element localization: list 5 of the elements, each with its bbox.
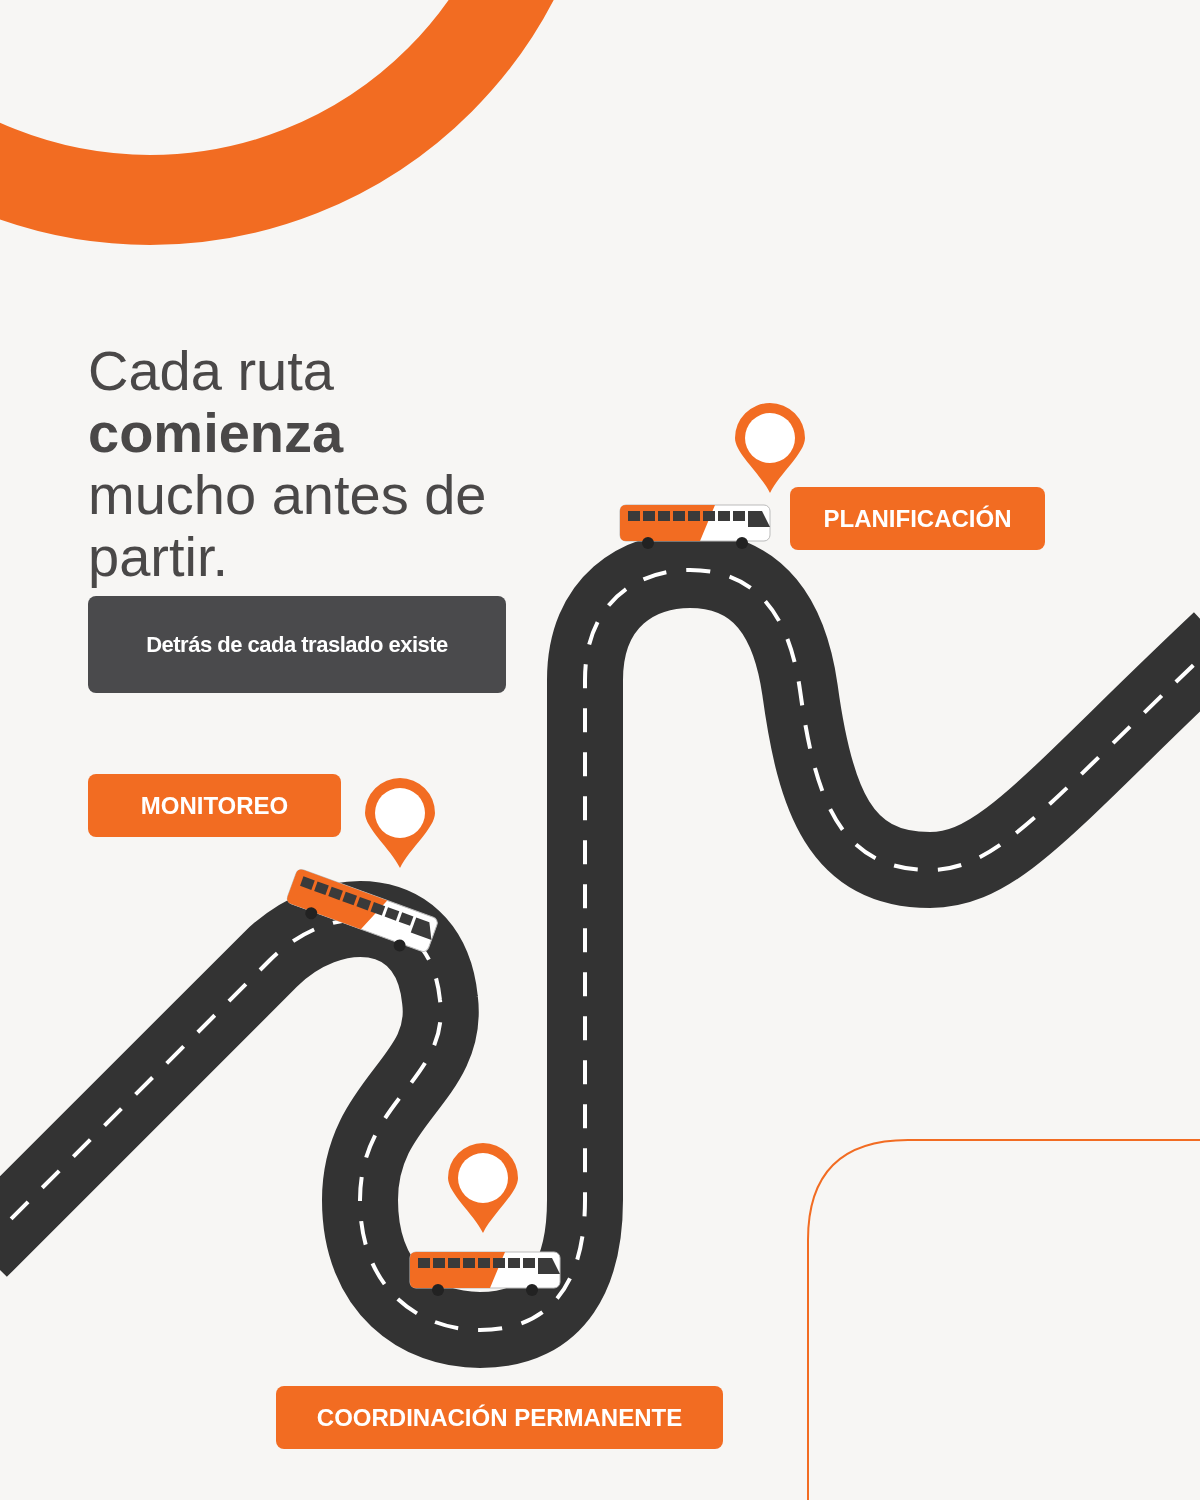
- step-label: COORDINACIÓN PERMANENTE: [276, 1386, 723, 1449]
- step-label: MONITOREO: [88, 774, 341, 837]
- text-banner: Detrás de cada traslado existe: [88, 596, 506, 693]
- step-label: PLANIFICACIÓN: [790, 487, 1045, 550]
- headline: Cada ruta comienza mucho antes de partir.: [88, 340, 488, 588]
